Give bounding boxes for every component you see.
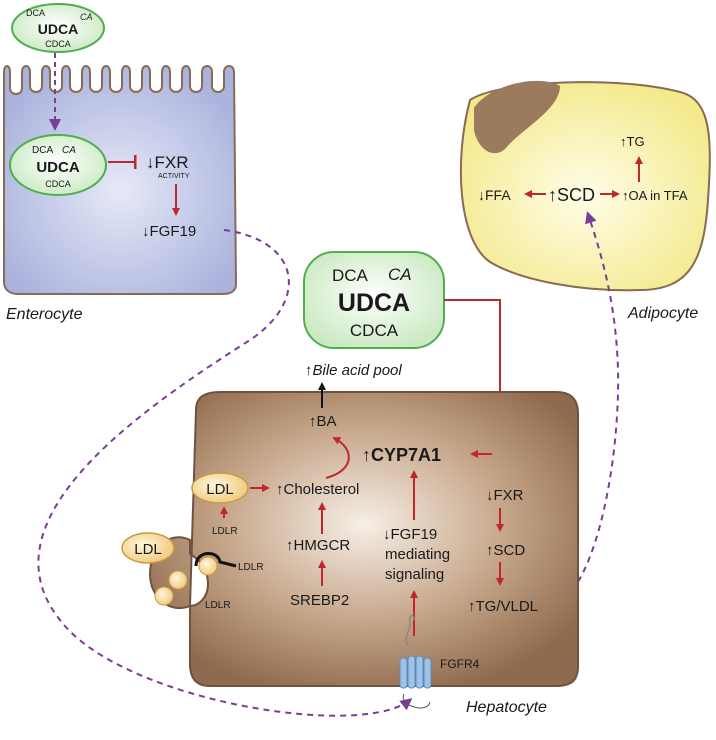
- enterocyte-fxr-activity: ACTIVITY: [158, 173, 190, 180]
- hepatocyte-scd: ↑SCD: [486, 542, 525, 559]
- hepatocyte-fgf19-line1: ↓FGF19: [383, 526, 437, 543]
- adipocyte-label: Adipocyte: [627, 305, 698, 322]
- hepatocyte-srebp2: SREBP2: [290, 592, 349, 609]
- cholesterol-to-ba-arrow: [325, 437, 350, 479]
- hepatocyte-fxr: ↓FXR: [486, 487, 524, 504]
- inner-udca-ca: CA: [62, 145, 76, 156]
- hepatocyte-ldlr-3: LDLR: [205, 600, 231, 611]
- hepatocyte-fgf19-line3: signaling: [385, 566, 444, 583]
- vldl-to-adipocyte-path: [555, 211, 620, 607]
- adipocyte-scd: ↑SCD: [548, 185, 595, 205]
- ldl-particle-3: [154, 586, 174, 606]
- liver-udca-main: UDCA: [338, 289, 410, 317]
- svg-text:LDL: LDL: [206, 481, 234, 498]
- hepatocyte-hmgcr: ↑HMGCR: [286, 537, 350, 554]
- liver-udca: DCA CA UDCA CDCA: [303, 251, 445, 349]
- hepatocyte-cyp7a1: ↑CYP7A1: [362, 445, 441, 465]
- liver-udca-ca: CA: [388, 265, 412, 284]
- enterocyte-inner-udca: DCA CA UDCA CDCA: [9, 134, 107, 196]
- enterocyte-body: [3, 65, 238, 295]
- enterocyte-fxr: ↓FXR: [146, 153, 189, 172]
- top-udca-dca: DCA: [26, 8, 45, 18]
- fgfr4-receptor-icon: [399, 614, 432, 709]
- adipocyte-tg: ↑TG: [620, 134, 645, 149]
- enterocyte-cell: [3, 65, 238, 295]
- external-ldl: LDL: [121, 532, 175, 564]
- fgf19-circulation-path: [37, 229, 413, 717]
- inner-udca-cdca: CDCA: [45, 179, 71, 189]
- inner-udca-main: UDCA: [36, 159, 79, 176]
- ldl-particle-2: [168, 570, 188, 590]
- ldlr-receptor-icon: [194, 552, 237, 568]
- top-udca-ca: CA: [80, 12, 93, 22]
- hepatocyte-label: Hepatocyte: [466, 699, 547, 716]
- hepatocyte-ba: ↑BA: [309, 413, 337, 430]
- hepatocyte-fgfr4: FGFR4: [440, 657, 480, 671]
- hepatocyte-cell: [148, 391, 579, 687]
- hepatocyte-cholesterol: ↑Cholesterol: [276, 481, 359, 498]
- bile-acid-pool: ↑Bile acid pool: [305, 362, 402, 379]
- top-udca-cdca: CDCA: [45, 39, 71, 49]
- hepatocyte-ldlr-2: LDLR: [238, 562, 264, 573]
- enterocyte-label: Enterocyte: [6, 306, 83, 323]
- adipocyte-ffa: ↓FFA: [478, 187, 511, 203]
- hepatocyte-ldl: LDL: [191, 472, 249, 504]
- hepatocyte-body: [148, 391, 579, 687]
- hepatocyte-fgf19-line2: mediating: [385, 546, 450, 563]
- hepatocyte-tg-vldl: ↑TG/VLDL: [468, 598, 538, 615]
- ldl-particle-1: [198, 556, 218, 576]
- hepatocyte-ldlr-1: LDLR: [212, 526, 238, 537]
- adipocyte-cell: [459, 80, 711, 292]
- enterocyte-top-udca: DCA CA UDCA CDCA: [11, 3, 105, 53]
- enterocyte-fgf19: ↓FGF19: [142, 223, 196, 240]
- adipocyte-oa: ↑OA in TFA: [622, 188, 688, 203]
- svg-text:LDL: LDL: [134, 541, 162, 558]
- inner-udca-dca: DCA: [32, 145, 53, 156]
- adipocyte-lipid-droplet: [474, 80, 560, 154]
- liver-udca-dca: DCA: [332, 266, 369, 285]
- liver-udca-cdca: CDCA: [350, 321, 399, 340]
- adipocyte-body: [459, 81, 711, 292]
- top-udca-main: UDCA: [38, 21, 78, 37]
